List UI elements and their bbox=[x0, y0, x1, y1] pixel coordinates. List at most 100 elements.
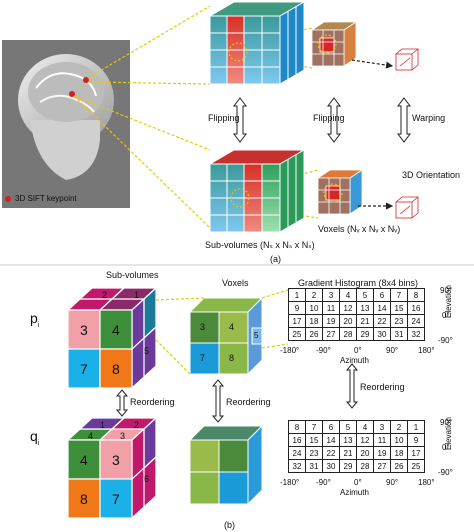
azimuth-tick: -90° bbox=[316, 478, 331, 487]
voxel-p-number: 4 bbox=[229, 322, 235, 332]
keypoint-legend-label: 3D SIFT keypoint bbox=[15, 194, 77, 203]
subvolume-highlight bbox=[228, 42, 248, 62]
cube-p-side-number: 5 bbox=[144, 346, 150, 356]
elevation-label: Elevation bbox=[444, 285, 453, 318]
histogram-bin: 30 bbox=[373, 327, 391, 341]
voxels-title: Voxels bbox=[222, 278, 249, 288]
subvolume-cube-top bbox=[208, 1, 306, 85]
cube-p-top-number: 2 bbox=[102, 290, 108, 300]
histogram-bin: 14 bbox=[373, 301, 391, 315]
elevation-label: Elevation bbox=[444, 417, 453, 450]
warp-arrow bbox=[397, 97, 411, 143]
cube-p-top-number: 1 bbox=[134, 290, 140, 300]
elevation-tick: 90° bbox=[440, 286, 453, 295]
flip-arrow-right bbox=[327, 97, 341, 143]
cube-p-front-number: 4 bbox=[112, 322, 120, 338]
reordering-label-3: Reordering bbox=[360, 382, 405, 392]
cube-q-top-number: 3 bbox=[120, 431, 126, 441]
histogram-title: Gradient Histogram (8x4 bins) bbox=[298, 278, 419, 288]
keypoint-marker bbox=[69, 91, 75, 97]
histogram-bin: 8 bbox=[407, 288, 425, 302]
voxel-p-number: 3 bbox=[200, 322, 206, 332]
histogram-bin: 32 bbox=[407, 327, 425, 341]
azimuth-label: Azimuth bbox=[340, 488, 369, 497]
histogram-bin: 9 bbox=[407, 433, 425, 447]
histogram-bin: 16 bbox=[288, 433, 306, 447]
reorder-arrow-right bbox=[345, 363, 359, 409]
histogram-bin: 32 bbox=[288, 459, 306, 473]
azimuth-tick: -180° bbox=[280, 346, 300, 355]
histogram-bin: 22 bbox=[322, 446, 340, 460]
cube-q-side-number: 6 bbox=[144, 474, 150, 484]
voxels-dims-label: Voxels (Nᵥ x Nᵥ x Nᵥ) bbox=[318, 224, 401, 234]
connector-lines-b bbox=[155, 289, 289, 375]
histogram-bin: 4 bbox=[339, 288, 357, 302]
orientation-label: 3D Orientation bbox=[402, 170, 461, 180]
histogram-bin: 30 bbox=[322, 459, 340, 473]
reordering-label-1: Reordering bbox=[130, 397, 175, 407]
histogram-bin: 27 bbox=[373, 459, 391, 473]
azimuth-tick: -90° bbox=[316, 346, 331, 355]
histogram-bin: 13 bbox=[339, 433, 357, 447]
histogram-bin: 18 bbox=[305, 314, 323, 328]
p-label: pi bbox=[30, 310, 40, 329]
elevation-tick: -90° bbox=[438, 468, 453, 477]
reorder-arrow-mid bbox=[211, 379, 225, 423]
histogram-bin: 10 bbox=[305, 301, 323, 315]
orientation-cube-bottom bbox=[395, 196, 419, 219]
histogram-bin: 23 bbox=[305, 446, 323, 460]
histogram-bin: 15 bbox=[390, 301, 408, 315]
histogram-bin: 1 bbox=[407, 420, 425, 434]
cube-q-front-number: 4 bbox=[80, 452, 88, 468]
cube-q-top-number: 4 bbox=[88, 431, 94, 441]
subvolumes-title: Sub-volumes bbox=[106, 270, 159, 280]
histogram-bin: 28 bbox=[339, 327, 357, 341]
panel-b-label: (b) bbox=[224, 520, 235, 530]
voxel-cube-bottom bbox=[316, 169, 364, 215]
histogram-bin: 2 bbox=[305, 288, 323, 302]
cube-p-front-number: 3 bbox=[80, 322, 88, 338]
voxel-cube-top bbox=[310, 21, 358, 67]
subvolumes-dims-label: Sub-volumes (Nₛ x Nₛ x Nₛ) bbox=[205, 240, 315, 250]
histogram-bin: 19 bbox=[373, 446, 391, 460]
histogram-bin: 20 bbox=[339, 314, 357, 328]
elevation-tick: 90° bbox=[440, 418, 453, 427]
p-subscript: i bbox=[37, 321, 40, 329]
voxel-p-side-number: 5 bbox=[254, 331, 259, 340]
q-subscript: i bbox=[37, 439, 40, 447]
histogram-bin: 19 bbox=[322, 314, 340, 328]
cube-q-front-number: 3 bbox=[112, 452, 120, 468]
histogram-bin: 5 bbox=[339, 420, 357, 434]
flip-arrow-left bbox=[233, 97, 247, 143]
histogram-bin: 4 bbox=[356, 420, 374, 434]
histogram-bin: 6 bbox=[322, 420, 340, 434]
orientation-cube-top bbox=[395, 48, 419, 71]
subvolume-cube-p bbox=[66, 286, 158, 390]
panel-a-label: (a) bbox=[270, 254, 281, 264]
histogram-bin: 9 bbox=[288, 301, 306, 315]
orientation-arrow bbox=[351, 59, 394, 69]
voxel-highlight bbox=[323, 183, 343, 203]
histogram-bin: 12 bbox=[339, 301, 357, 315]
histogram-bin: 29 bbox=[339, 459, 357, 473]
histogram-bin: 31 bbox=[305, 459, 323, 473]
histogram-bin: 22 bbox=[373, 314, 391, 328]
cube-q-front-number: 7 bbox=[112, 491, 120, 507]
q-label: qi bbox=[30, 428, 40, 447]
keypoint-marker bbox=[83, 77, 89, 83]
voxel-p-number: 7 bbox=[200, 353, 206, 363]
histogram-bin: 23 bbox=[390, 314, 408, 328]
histogram-bin: 17 bbox=[288, 314, 306, 328]
histogram-bin: 7 bbox=[390, 288, 408, 302]
histogram-bin: 11 bbox=[373, 433, 391, 447]
histogram-bin: 31 bbox=[390, 327, 408, 341]
histogram-bin: 26 bbox=[305, 327, 323, 341]
histogram-bin: 26 bbox=[390, 459, 408, 473]
azimuth-tick: 180° bbox=[418, 346, 435, 355]
